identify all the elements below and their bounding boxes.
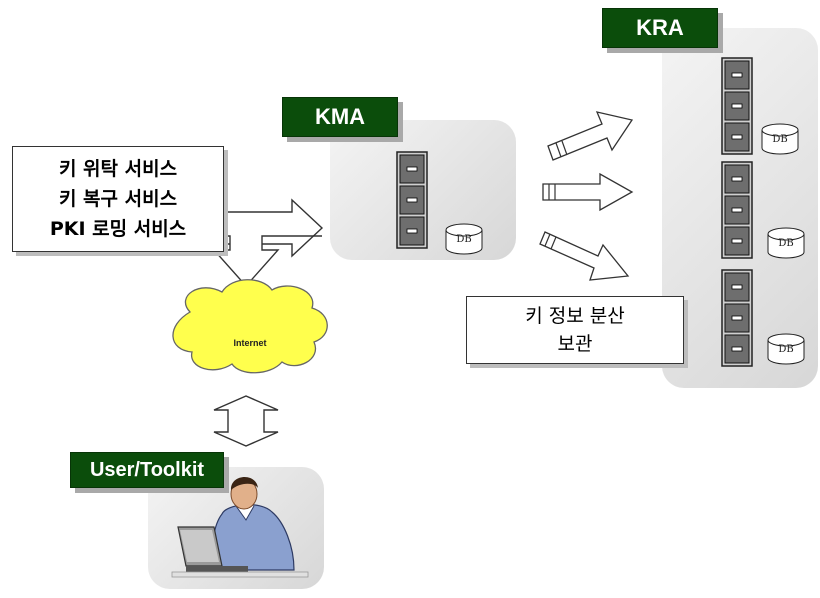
db-label: DB <box>772 134 788 145</box>
key-info-line: 보관 <box>557 333 593 355</box>
kma-to-kra-arrow-icon <box>539 231 630 281</box>
user-at-laptop-icon <box>171 476 309 578</box>
service-item: PKI 로밍 서비스 <box>49 218 187 240</box>
kma-label: KMA <box>282 97 398 137</box>
services-box: 키 위탁 서비스 키 복구 서비스 PKI 로밍 서비스 <box>12 146 224 252</box>
kra-file-cabinet-icon <box>721 57 753 155</box>
kma-to-kra-arrow-icon <box>547 111 634 161</box>
kra-file-cabinet-icon <box>721 269 753 367</box>
internet-cloud-icon <box>172 279 328 374</box>
kra-label: KRA <box>602 8 718 48</box>
db-label: DB <box>778 344 794 355</box>
db-label: DB <box>456 234 472 245</box>
kma-to-kra-arrow-icon <box>542 172 634 212</box>
internet-user-double-arrow-icon <box>213 395 279 447</box>
user-toolkit-label: User/Toolkit <box>70 452 224 488</box>
kma-file-cabinet-icon <box>396 151 428 249</box>
kra-file-cabinet-icon <box>721 161 753 259</box>
internet-label: Internet <box>233 338 267 348</box>
key-info-line: 키 정보 분산 <box>525 305 625 327</box>
key-info-box: 키 정보 분산 보관 <box>466 296 684 364</box>
db-label: DB <box>778 238 794 249</box>
service-item: 키 복구 서비스 <box>58 188 178 210</box>
service-item: 키 위탁 서비스 <box>58 158 178 180</box>
